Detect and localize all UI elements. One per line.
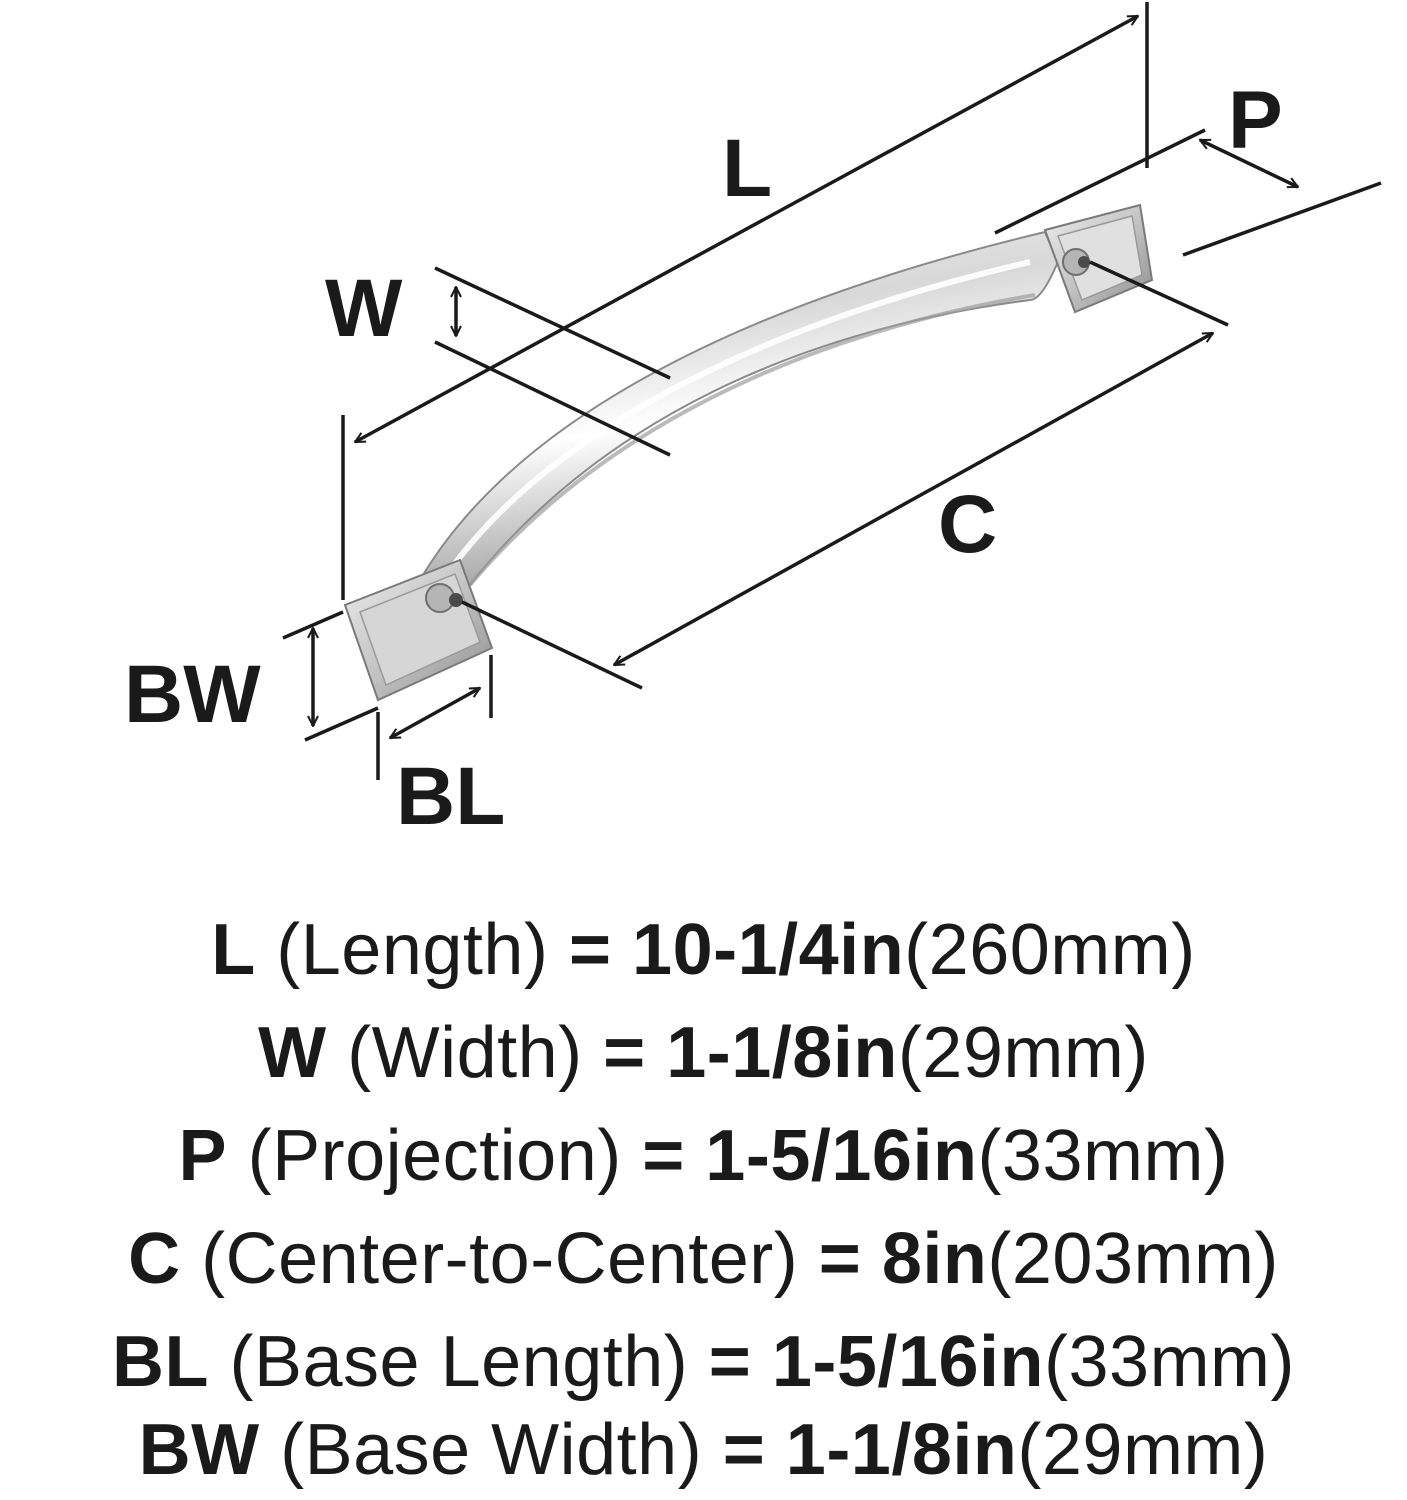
label-width: W bbox=[325, 263, 403, 354]
left-base bbox=[343, 558, 494, 702]
base-width-extension-bottom bbox=[304, 706, 379, 742]
spec-metric-value: (29mm) bbox=[897, 1013, 1149, 1093]
dimension-lines bbox=[282, 2, 1382, 780]
projection-extension-top bbox=[994, 128, 1206, 235]
spec-imperial-value: 1-1/8in bbox=[785, 1410, 1018, 1490]
projection-extension-bottom bbox=[1182, 181, 1382, 257]
spec-description: (Width) bbox=[347, 1013, 583, 1093]
base-width-extension-top bbox=[282, 610, 344, 640]
spec-row-base-width: BW (Base Width) = 1-1/8in(29mm) bbox=[0, 1405, 1407, 1495]
spec-imperial-value: 1-5/16in bbox=[771, 1322, 1044, 1402]
spec-imperial-value: 1-1/8in bbox=[666, 1013, 898, 1093]
spec-description: (Base Length) bbox=[229, 1322, 689, 1402]
spec-equals: = bbox=[818, 1219, 862, 1299]
length-dimension-line bbox=[355, 14, 1138, 444]
spec-metric-value: (33mm) bbox=[1044, 1322, 1295, 1402]
spec-imperial-value: 8in bbox=[881, 1219, 988, 1299]
spec-equals: = bbox=[568, 910, 612, 990]
spec-code: P bbox=[178, 1116, 228, 1196]
spec-equals: = bbox=[603, 1013, 646, 1093]
center-extension-right bbox=[1089, 260, 1229, 327]
right-base bbox=[1043, 203, 1154, 314]
spec-metric-value: (33mm) bbox=[977, 1116, 1229, 1196]
spec-metric-value: (203mm) bbox=[987, 1219, 1279, 1299]
label-length: L bbox=[722, 123, 772, 214]
projection-dimension-line bbox=[1200, 138, 1298, 189]
pull-handle-dimension-diagram: L W P C BW BL bbox=[124, 2, 1382, 842]
spec-code: BL bbox=[111, 1322, 209, 1402]
spec-row-length: L (Length) = 10-1/4in(260mm) bbox=[0, 905, 1407, 995]
spec-metric-value: (29mm) bbox=[1017, 1410, 1269, 1490]
label-base-length: BL bbox=[396, 751, 505, 842]
spec-description: (Length) bbox=[276, 910, 549, 990]
spec-metric-value: (260mm) bbox=[904, 910, 1196, 990]
width-extension-top bbox=[434, 266, 671, 380]
spec-code: C bbox=[128, 1219, 181, 1299]
spec-description: (Projection) bbox=[247, 1116, 622, 1196]
spec-row-width: W (Width) = 1-1/8in(29mm) bbox=[0, 1008, 1407, 1098]
spec-equals: = bbox=[708, 1322, 752, 1402]
label-base-width: BW bbox=[124, 649, 261, 740]
spec-equals: = bbox=[722, 1410, 766, 1490]
spec-code: W bbox=[258, 1013, 327, 1093]
spec-description: (Base Width) bbox=[280, 1410, 703, 1490]
spec-description: (Center-to-Center) bbox=[201, 1219, 799, 1299]
spec-row-projection: P (Projection) = 1-5/16in(33mm) bbox=[0, 1111, 1407, 1201]
center-dimension-line bbox=[614, 331, 1213, 667]
spec-equals: = bbox=[642, 1116, 685, 1196]
base-length-dimension-line bbox=[390, 686, 480, 740]
spec-imperial-value: 10-1/4in bbox=[632, 910, 905, 990]
pull-handle-illustration bbox=[343, 203, 1154, 702]
label-projection: P bbox=[1228, 75, 1283, 166]
spec-code: L bbox=[211, 910, 256, 990]
spec-code: BW bbox=[138, 1410, 260, 1490]
spec-imperial-value: 1-5/16in bbox=[705, 1116, 978, 1196]
label-center: C bbox=[938, 479, 997, 570]
spec-row-center-to-center: C (Center-to-Center) = 8in(203mm) bbox=[0, 1214, 1407, 1304]
spec-row-base-length: BL (Base Length) = 1-5/16in(33mm) bbox=[0, 1317, 1407, 1407]
center-extension-left bbox=[461, 600, 643, 690]
